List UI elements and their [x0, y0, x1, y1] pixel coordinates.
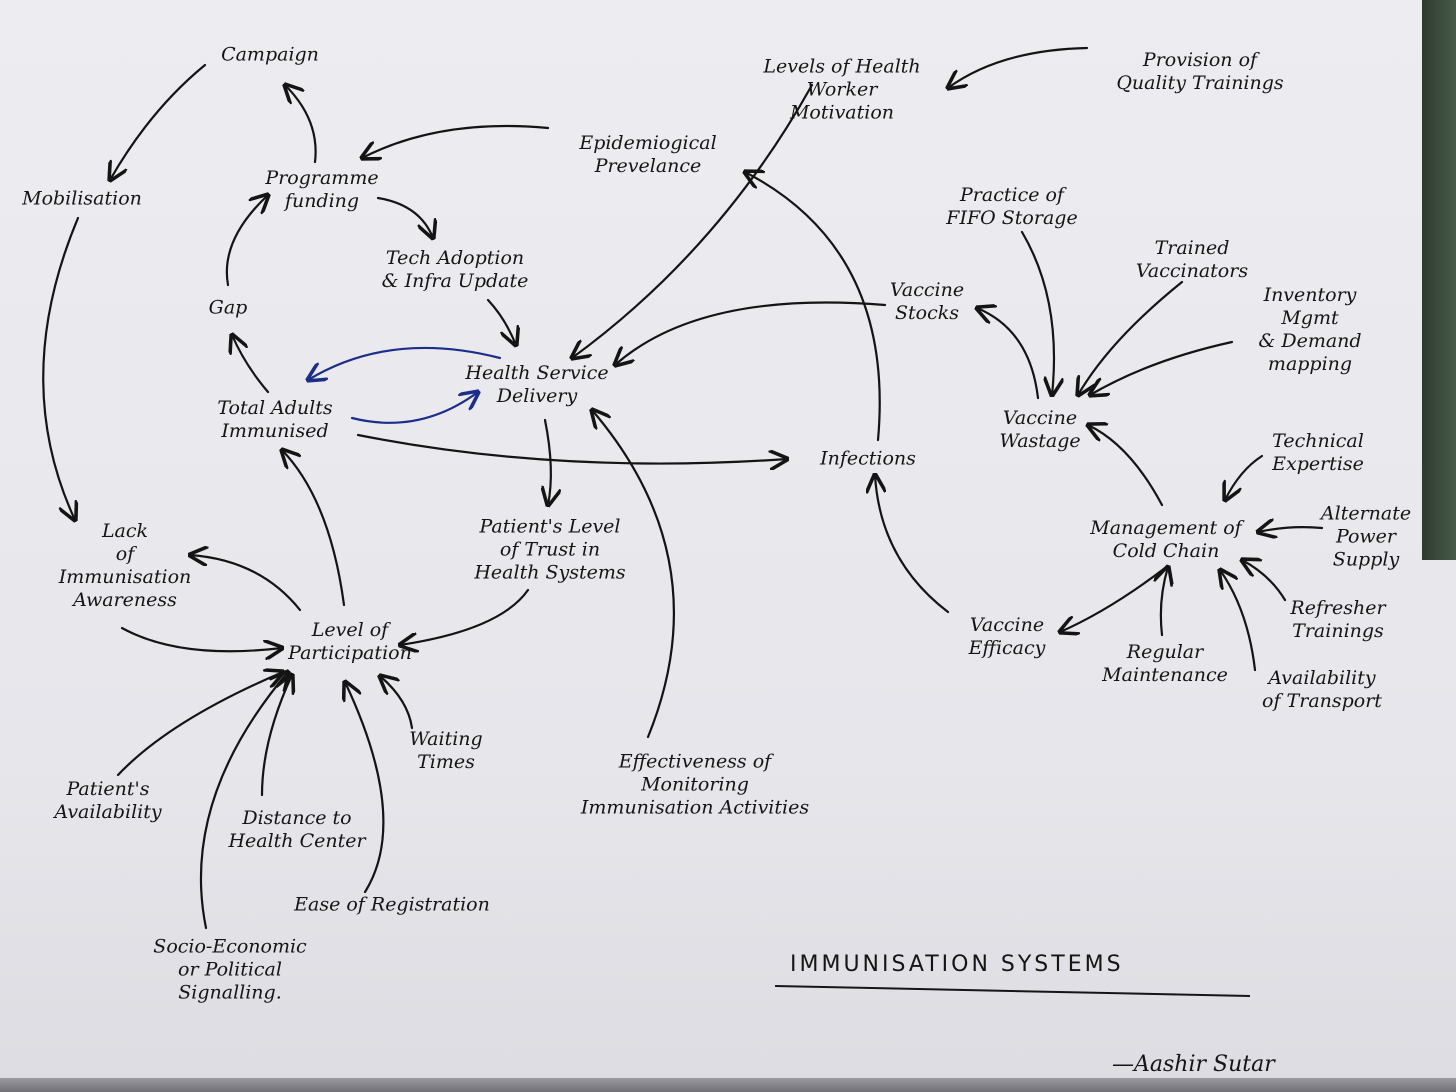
- node-refresher-trainings: Refresher Trainings: [1290, 597, 1386, 642]
- node-infections: Infections: [820, 447, 916, 470]
- author-signature: —Aashir Sutar: [1112, 1052, 1275, 1077]
- edge-health-service-delivery-to-patient-trust: [545, 418, 551, 505]
- edge-trained-vaccinators-to-vaccine-wastage: [1078, 280, 1184, 395]
- edge-effectiveness-monitoring-to-health-service-delivery: [592, 410, 675, 739]
- node-inventory-mgmt: Inventory Mgmt & Demand mapping: [1258, 284, 1362, 375]
- edge-vaccine-stocks-to-health-service-delivery: [615, 301, 887, 366]
- edge-mobilisation-to-lack-awareness: [42, 216, 80, 520]
- table-edge: [0, 1078, 1456, 1092]
- node-health-service-delivery: Health Service Delivery: [465, 362, 609, 407]
- node-level-participation: Level of Participation: [288, 619, 412, 664]
- edge-level-participation-to-total-adults-immunised: [282, 450, 346, 607]
- node-effectiveness-monitoring: Effectiveness of Monitoring Immunisation…: [580, 750, 810, 819]
- edge-cold-chain-to-vaccine-wastage: [1088, 425, 1164, 507]
- edge-programme-funding-to-campaign: [285, 85, 317, 164]
- edge-waiting-times-to-level-participation: [380, 676, 414, 730]
- node-socio-economic: Socio-Economic or Political Signalling.: [153, 935, 307, 1004]
- node-alternate-power: Alternate Power Supply: [1320, 502, 1412, 571]
- edge-total-adults-immunised-to-infections: [356, 433, 787, 464]
- edge-refresher-trainings-to-cold-chain: [1242, 560, 1287, 602]
- node-distance-health-center: Distance to Health Center: [228, 807, 366, 852]
- edge-gap-to-programme-funding: [225, 195, 268, 287]
- node-fifo-storage: Practice of FIFO Storage: [946, 184, 1078, 229]
- edge-vaccine-efficacy-to-infections: [875, 475, 950, 614]
- node-lack-awareness: Lack of Immunisation Awareness: [58, 520, 192, 611]
- edge-health-service-delivery-to-total-adults-immunised: [308, 346, 502, 380]
- node-vaccine-efficacy: Vaccine Efficacy: [968, 614, 1046, 659]
- node-vaccine-wastage: Vaccine Wastage: [999, 407, 1081, 452]
- node-patient-trust: Patient's Level of Trust in Health Syste…: [474, 515, 626, 584]
- edge-health-worker-motivation-to-health-service-delivery: [572, 83, 814, 358]
- node-provision-of-trainings: Provision of Quality Trainings: [1116, 49, 1284, 94]
- edge-inventory-mgmt-to-vaccine-wastage: [1090, 340, 1234, 395]
- edge-regular-maintenance-to-cold-chain: [1161, 567, 1168, 637]
- edge-lack-awareness-to-level-participation: [120, 626, 282, 651]
- node-campaign: Campaign: [221, 43, 319, 66]
- edges-layer: [42, 46, 1324, 930]
- edge-alternate-power-to-cold-chain: [1258, 527, 1324, 532]
- edge-patient-availability-to-level-participation: [116, 672, 283, 777]
- edge-ease-registration-to-level-participation: [345, 682, 385, 894]
- edge-tech-adoption-to-health-service-delivery: [486, 298, 516, 345]
- edge-fifo-storage-to-vaccine-wastage: [1020, 230, 1054, 395]
- edge-infections-to-epidemiological-prevelance: [745, 172, 881, 442]
- edge-socio-economic-to-level-participation: [199, 672, 288, 930]
- edge-vaccine-wastage-to-vaccine-stocks: [977, 308, 1040, 400]
- edge-patient-trust-to-level-participation: [400, 588, 530, 645]
- edge-cold-chain-to-vaccine-efficacy: [1060, 566, 1167, 632]
- node-programme-funding: Programme funding: [265, 167, 379, 212]
- edge-availability-transport-to-cold-chain: [1220, 570, 1257, 672]
- node-tech-adoption: Tech Adoption & Infra Update: [381, 247, 529, 292]
- node-vaccine-stocks: Vaccine Stocks: [889, 279, 965, 324]
- background-edge: [1422, 0, 1456, 560]
- node-availability-transport: Availability of Transport: [1262, 667, 1382, 712]
- edge-provision-of-trainings-to-health-worker-motivation: [948, 46, 1089, 88]
- diagram-title: IMMUNISATION SYSTEMS: [790, 952, 1124, 977]
- node-mobilisation: Mobilisation: [22, 187, 142, 210]
- node-regular-maintenance: Regular Maintenance: [1102, 641, 1228, 686]
- node-cold-chain: Management of Cold Chain: [1090, 517, 1242, 562]
- node-patient-availability: Patient's Availability: [54, 778, 162, 823]
- edge-total-adults-immunised-to-health-service-delivery: [350, 392, 478, 424]
- edge-level-participation-to-lack-awareness: [190, 555, 302, 612]
- edge-distance-health-center-to-level-participation: [260, 675, 292, 797]
- edge-total-adults-immunised-to-gap: [232, 335, 270, 394]
- node-technical-expertise: Technical Expertise: [1272, 430, 1364, 475]
- edge-epidemiological-prevelance-to-programme-funding: [362, 124, 550, 158]
- edge-campaign-to-mobilisation: [110, 63, 207, 180]
- edge-technical-expertise-to-cold-chain: [1225, 454, 1264, 500]
- node-total-adults-immunised: Total Adults Immunised: [217, 397, 333, 442]
- node-health-worker-motivation: Levels of Health Worker Motivation: [763, 55, 921, 124]
- edge-programme-funding-to-tech-adoption: [376, 196, 433, 238]
- node-waiting-times: Waiting Times: [409, 728, 483, 773]
- node-epidemiological-prevelance: Epidemiogical Prevelance: [579, 132, 717, 177]
- node-gap: Gap: [208, 296, 248, 319]
- node-trained-vaccinators: Trained Vaccinators: [1135, 237, 1249, 282]
- node-ease-registration: Ease of Registration: [294, 893, 490, 916]
